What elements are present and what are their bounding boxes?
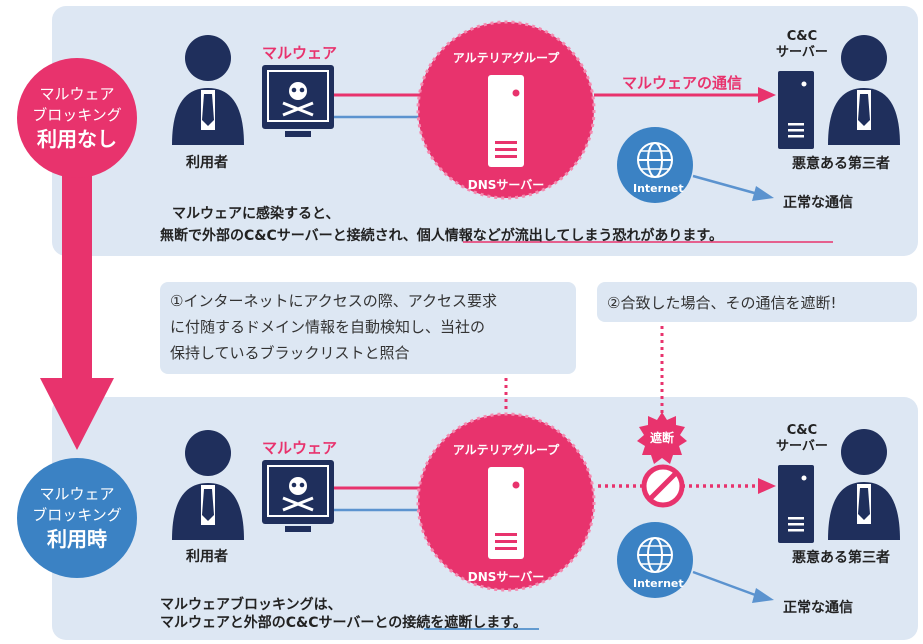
top-status-circle: マルウェア ブロッキング 利用なし — [17, 58, 137, 178]
bottom-circle-line1: マルウェア — [39, 485, 115, 503]
cc-server-icon-top — [778, 71, 814, 149]
bottom-user-label: 利用者 — [186, 549, 228, 565]
top-desc-line1: マルウェアに感染すると、 — [172, 206, 340, 222]
top-circle-strong: 利用なし — [37, 127, 117, 151]
top-malware-label: マルウェア — [262, 44, 338, 62]
bottom-normal-label: 正常な通信 — [783, 600, 853, 616]
bottom-desc-line1: マルウェアブロッキングは、 — [160, 597, 342, 613]
note-detection: ①インターネットにアクセスの際、アクセス要求 に付随するドメイン情報を自動検知し… — [160, 282, 576, 374]
bottom-desc-line2-b: 接続を遮断します — [402, 615, 513, 631]
internet-globe-icon-top — [617, 127, 693, 203]
bottom-dns-label: DNSサーバー — [467, 570, 545, 584]
dns-server-circle-bottom — [416, 412, 596, 592]
user-icon-bottom — [172, 430, 244, 540]
bottom-internet-label: Internet — [633, 577, 684, 590]
top-internet-label: Internet — [633, 182, 684, 195]
bottom-group-label: アルテリアグループ — [452, 443, 560, 457]
note-blocking: ②合致した場合、その通信を遮断! — [597, 282, 917, 322]
bottom-desc-line2-a: マルウェアと外部のC&Cサーバーとの — [160, 615, 403, 631]
top-normal-label: 正常な通信 — [783, 195, 853, 211]
top-circle-line2: ブロッキング — [32, 106, 122, 124]
bottom-malware-label: マルウェア — [262, 439, 338, 457]
top-cc-label: C&C サーバー — [776, 29, 828, 60]
block-badge-burst — [637, 412, 687, 464]
top-user-label: 利用者 — [186, 155, 228, 171]
block-badge-label: 遮断 — [650, 431, 675, 445]
attacker-icon-bottom — [828, 429, 900, 540]
bottom-status-circle: マルウェア ブロッキング 利用時 — [17, 458, 137, 578]
top-desc-line2: 無断で外部のC&Cサーバーと接続され、個人情報などが流出してしまう恐れがあります… — [160, 225, 723, 245]
bottom-desc-line2-c: 。 — [512, 615, 527, 631]
top-dns-label: DNSサーバー — [467, 178, 545, 192]
top-desc-line2-b: 個人情報などが流出してしまう恐れがあります。 — [416, 228, 723, 244]
bottom-attacker-label: 悪意ある第三者 — [792, 550, 890, 566]
cc-server-icon-bottom — [778, 465, 814, 543]
bottom-cc-label: C&C サーバー — [776, 423, 828, 454]
top-group-label: アルテリアグループ — [452, 51, 560, 65]
top-attacker-label: 悪意ある第三者 — [792, 156, 890, 172]
internet-globe-icon-bottom — [617, 522, 693, 598]
top-circle-line1: マルウェア — [39, 85, 115, 103]
malware-monitor-icon-bottom — [262, 460, 334, 532]
bottom-circle-line2: ブロッキング — [32, 506, 122, 524]
bottom-circle-strong: 利用時 — [47, 527, 107, 551]
dns-server-circle-top — [416, 20, 596, 200]
top-flow-label: マルウェアの通信 — [622, 74, 743, 92]
top-desc-line2-a: 無断で外部のC&Cサーバーと接続され、 — [160, 228, 417, 244]
attacker-icon-top — [828, 35, 900, 145]
malware-monitor-icon-top — [262, 65, 334, 137]
down-arrow — [40, 150, 114, 450]
blocked-icon — [641, 464, 685, 508]
bottom-desc-line2: マルウェアと外部のC&Cサーバーとの接続を遮断します。 — [160, 612, 527, 632]
user-icon-top — [172, 35, 244, 145]
